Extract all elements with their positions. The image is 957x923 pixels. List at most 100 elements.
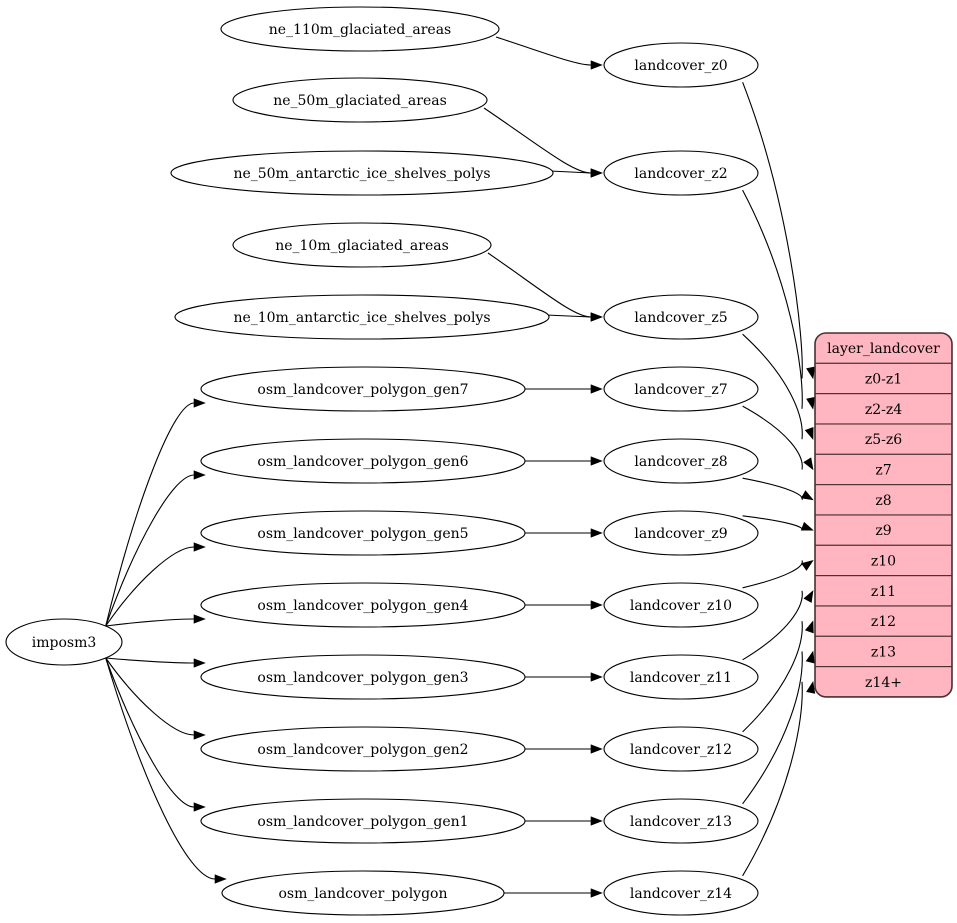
edge-arrowhead [193,730,206,740]
edge-arrowhead [590,456,603,466]
table-row-z5-z6[interactable] [815,423,952,455]
node-osm_landcover_polygon_gen4[interactable]: osm_landcover_polygon_gen4 [200,582,526,628]
edge-arrowhead [193,614,206,624]
edge-arrowhead [800,521,814,531]
edge-landcover_z2-to-row-z2-z4 [742,189,803,409]
node-landcover_z10[interactable]: landcover_z10 [603,582,759,628]
node-osm_landcover_polygon_gen5[interactable]: osm_landcover_polygon_gen5 [200,510,526,556]
table-row-z10[interactable] [815,544,952,577]
node-landcover_z0-label: landcover_z0 [634,58,727,74]
edge-imposm3-to-osm_landcover_polygon [105,657,216,880]
node-landcover_z12-label: landcover_z12 [630,742,732,758]
table-row-z9[interactable] [815,514,952,546]
node-landcover_z7[interactable]: landcover_z7 [603,366,759,412]
node-osm_landcover_polygon_gen2[interactable]: osm_landcover_polygon_gen2 [200,726,526,772]
node-landcover_z13-shape [603,798,759,844]
node-landcover_z2[interactable]: landcover_z2 [603,150,759,196]
node-landcover_z14-shape [603,870,759,916]
node-osm_landcover_polygon_gen7[interactable]: osm_landcover_polygon_gen7 [200,366,526,412]
node-landcover_z0-shape [603,42,759,88]
edge-arrowhead [193,470,206,480]
node-osm_landcover_polygon_gen3[interactable]: osm_landcover_polygon_gen3 [200,654,526,700]
node-osm_landcover_polygon_gen3-shape [200,654,526,700]
edges-layer [105,36,816,898]
edge-arrowhead [804,426,814,440]
node-imposm3[interactable]: imposm3 [5,618,123,666]
node-landcover_z14[interactable]: landcover_z14 [603,870,759,916]
node-osm_landcover_polygon_gen6[interactable]: osm_landcover_polygon_gen6 [200,438,526,484]
edge-imposm3-to-osm_landcover_polygon_gen1 [105,657,195,808]
edge-landcover_z7-to-row-z7 [742,405,803,470]
edge-arrowhead [803,590,814,603]
node-osm_landcover_polygon_gen1[interactable]: osm_landcover_polygon_gen1 [200,798,526,844]
node-landcover_z13-label: landcover_z13 [630,814,732,830]
edge-arrowhead [590,600,603,610]
edge-imposm3-to-osm_landcover_polygon_gen5 [105,546,195,627]
node-landcover_z11[interactable]: landcover_z11 [603,654,759,700]
node-osm_landcover_polygon_gen4-label: osm_landcover_polygon_gen4 [257,598,468,614]
node-osm_landcover_polygon_gen1-label: osm_landcover_polygon_gen1 [257,814,468,830]
node-landcover_z8[interactable]: landcover_z8 [603,438,759,484]
edge-landcover_z12-to-row-z12 [742,621,803,733]
node-landcover_z0[interactable]: landcover_z0 [603,42,759,88]
table-row-label: z9 [875,523,891,539]
node-landcover_z5[interactable]: landcover_z5 [603,294,759,340]
node-osm_landcover_polygon_gen2-shape [200,726,526,772]
node-ne_10m_glaciated_areas-shape [232,222,492,268]
edge-ne_50m_antarctic_ice_shelves_polys-to-landcover_z2 [549,170,592,174]
node-landcover_z13[interactable]: landcover_z13 [603,798,759,844]
node-landcover_z2-shape [603,150,759,196]
edge-imposm3-to-osm_landcover_polygon_gen2 [105,657,195,736]
table-row-label: z14+ [865,675,902,691]
edge-landcover_z0-to-row-z0-z1 [742,81,803,379]
table-row-z14+[interactable] [815,666,952,697]
edge-landcover_z14-to-row-z14+ [742,681,803,877]
table-row-z12[interactable] [815,605,952,637]
edge-arrowhead [590,672,603,682]
table-row-z0-z1[interactable] [815,362,952,395]
table-row-z11[interactable] [815,575,952,607]
table-header-label: layer_landcover [827,341,940,357]
edge-arrowhead [803,457,814,471]
table-row-label: z8 [875,493,891,509]
edge-arrowhead [590,60,603,70]
edge-arrowhead [193,658,206,668]
edge-imposm3-to-osm_landcover_polygon_gen6 [105,474,195,627]
node-imposm3-label: imposm3 [32,635,97,651]
edge-arrowhead [590,168,603,178]
layer-landcover-table: layer_landcoverz0-z1z2-z4z5-z6z7z8z9z10z… [814,332,953,698]
node-osm_landcover_polygon_gen5-shape [200,510,526,556]
edge-ne_50m_glaciated_areas-to-landcover_z2 [483,107,592,174]
table-row-label: z2-z4 [865,402,902,418]
node-landcover_z9-shape [603,510,759,556]
node-ne_10m_antarctic_ice_shelves_polys-label: ne_10m_antarctic_ice_shelves_polys [233,310,490,326]
node-ne_50m_glaciated_areas[interactable]: ne_50m_glaciated_areas [232,77,488,123]
edge-arrowhead [590,528,603,538]
node-osm_landcover_polygon_gen4-shape [200,582,526,628]
edge-imposm3-to-osm_landcover_polygon_gen4 [105,618,195,627]
table-row-z13[interactable] [815,635,952,668]
node-osm_landcover_polygon[interactable]: osm_landcover_polygon [221,870,505,916]
node-ne_50m_antarctic_ice_shelves_polys[interactable]: ne_50m_antarctic_ice_shelves_polys [170,150,554,196]
edge-imposm3-to-osm_landcover_polygon_gen7 [105,402,195,627]
node-ne_110m_glaciated_areas[interactable]: ne_110m_glaciated_areas [220,6,500,52]
node-landcover_z9[interactable]: landcover_z9 [603,510,759,556]
node-ne_10m_antarctic_ice_shelves_polys[interactable]: ne_10m_antarctic_ice_shelves_polys [174,294,550,340]
node-osm_landcover_polygon-shape [221,870,505,916]
node-landcover_z11-label: landcover_z11 [630,670,732,686]
node-landcover_z12-shape [603,726,759,772]
node-ne_10m_glaciated_areas[interactable]: ne_10m_glaciated_areas [232,222,492,268]
node-osm_landcover_polygon_gen3-label: osm_landcover_polygon_gen3 [257,670,468,686]
node-landcover_z12[interactable]: landcover_z12 [603,726,759,772]
table-row-z7[interactable] [815,453,952,486]
table-row-label: z5-z6 [865,432,902,448]
edge-ne_110m_glaciated_areas-to-landcover_z0 [495,36,592,66]
edge-landcover_z8-to-row-z8 [742,477,803,501]
node-ne_50m_glaciated_areas-shape [232,77,488,123]
edge-landcover_z5-to-row-z5-z6 [742,333,803,440]
edge-arrowhead [214,874,227,884]
node-osm_landcover_polygon_gen6-label: osm_landcover_polygon_gen6 [257,454,468,470]
edge-arrowhead [193,542,206,552]
table-row-label: z10 [871,553,896,569]
